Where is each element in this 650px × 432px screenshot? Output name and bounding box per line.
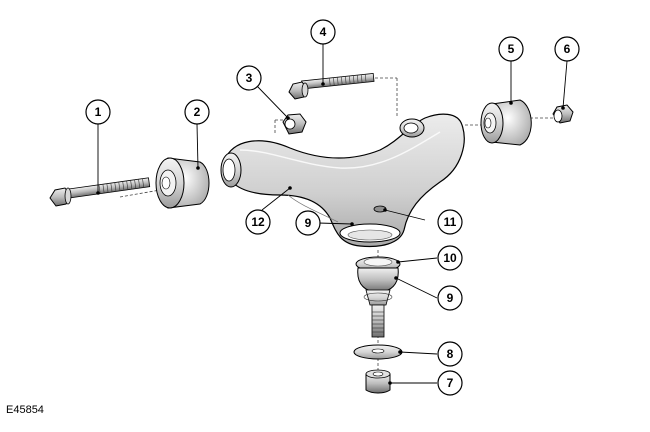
callout-5: 5	[498, 36, 524, 62]
callout-3: 3	[236, 65, 262, 91]
callout-3-label: 3	[246, 71, 253, 85]
leader-dots	[96, 82, 565, 385]
rear-pivot-bolt	[288, 73, 375, 100]
callout-5-label: 5	[508, 42, 515, 56]
callout-1: 1	[85, 99, 111, 125]
callout-6: 6	[554, 36, 580, 62]
callout-2: 2	[184, 99, 210, 125]
callout-9-lower-label: 9	[447, 291, 454, 305]
callout-7: 7	[437, 370, 463, 396]
callout-12-label: 12	[251, 215, 265, 229]
ball-joint-nut	[365, 369, 391, 394]
callout-11-label: 11	[444, 215, 457, 229]
leader-lines	[97, 44, 568, 384]
callout-9-upper: 9	[295, 210, 321, 236]
callout-10: 10	[437, 245, 463, 271]
callout-8: 8	[437, 341, 463, 367]
callout-1-label: 1	[95, 105, 102, 119]
callout-8-label: 8	[447, 347, 454, 361]
front-pivot-bolt	[49, 177, 151, 207]
rear-bush	[480, 99, 532, 146]
front-bush	[155, 157, 210, 209]
callout-9-lower: 9	[437, 285, 463, 311]
callout-4: 4	[310, 19, 336, 45]
rear-bush-nut	[552, 104, 574, 124]
ball-joint-washer	[353, 344, 403, 360]
callout-9-upper-label: 9	[305, 216, 312, 230]
callout-6-label: 6	[564, 42, 571, 56]
callout-11: 11	[437, 209, 463, 235]
ball-joint	[355, 256, 401, 338]
callout-12: 12	[245, 209, 271, 235]
callout-4-label: 4	[320, 25, 327, 39]
callout-10-label: 10	[443, 251, 457, 265]
upper-control-arm	[220, 113, 465, 248]
figure-identifier: E45854	[6, 404, 44, 416]
callout-7-label: 7	[447, 376, 454, 390]
callout-2-label: 2	[194, 105, 201, 119]
